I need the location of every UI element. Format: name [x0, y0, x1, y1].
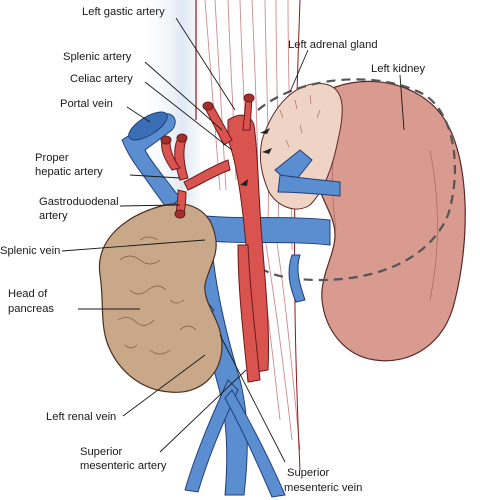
label-gastroduodenal-artery-line1: Gastroduodenal: [39, 196, 119, 208]
label-splenic-artery: Splenic artery: [63, 51, 132, 63]
label-celiac-artery: Celiac artery: [70, 73, 133, 85]
label-portal-vein: Portal vein: [60, 98, 113, 110]
leader-lines: [61, 17, 405, 463]
label-left-adrenal-gland: Left adrenal gland: [288, 39, 378, 51]
ligament-arrows: [240, 128, 272, 186]
label-superior-mesenteric-vein-line1: Superior: [287, 467, 330, 479]
renal-fascia-outline: [257, 78, 457, 282]
label-superior-mesenteric-artery-line2: mesenteric artery: [80, 460, 167, 472]
label-splenic-vein: Splenic vein: [0, 245, 60, 257]
pancreas-head-shape: [98, 203, 223, 393]
label-left-renal-vein: Left renal vein: [46, 411, 116, 423]
label-superior-mesenteric-vein-line2: mesenteric vein: [284, 482, 362, 494]
label-proper-hepatic-artery-line1: Proper: [35, 152, 69, 164]
diagram-labels: Left gastic artery Left adrenal gland Sp…: [0, 6, 426, 494]
label-head-of-pancreas-line1: Head of: [8, 288, 48, 300]
label-left-gastric-artery: Left gastic artery: [82, 6, 165, 18]
label-left-kidney: Left kidney: [371, 63, 426, 75]
label-head-of-pancreas-line2: pancreas: [8, 303, 54, 315]
label-superior-mesenteric-artery-line1: Superior: [80, 446, 123, 458]
label-proper-hepatic-artery-line2: hepatic artery: [35, 166, 103, 178]
label-gastroduodenal-artery-line2: artery: [39, 210, 68, 222]
arterial-system: [160, 93, 270, 383]
